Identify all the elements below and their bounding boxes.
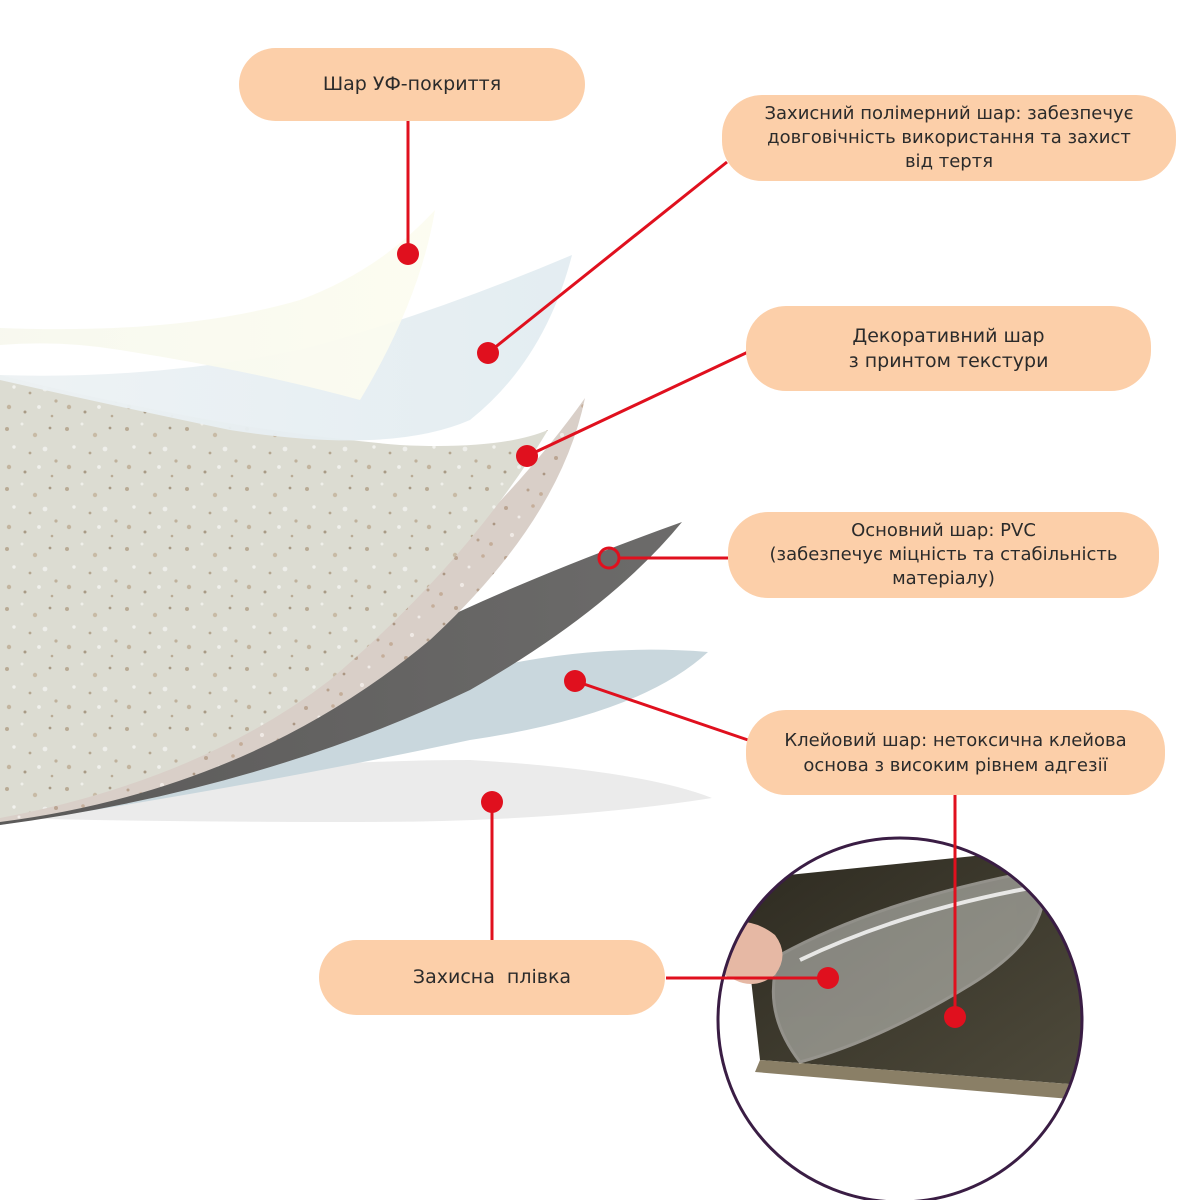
label-decor-line-2: з принтом текстури — [848, 349, 1049, 372]
label-pvc-line-2: (забезпечує міцність та стабільність — [769, 544, 1118, 565]
label-protective-film: Захисна плівка — [319, 940, 665, 1015]
label-polymer-line-2: довговічність використання та захист — [767, 127, 1131, 148]
label-uv-line-1: Шар УФ-покриття — [322, 73, 502, 95]
leader-adhesive — [574, 679, 749, 742]
protective-film-sheet — [0, 760, 712, 822]
label-adhesive-layer: Клейовий шар: нетоксична клейова основа … — [746, 710, 1165, 795]
polymer-sheet — [0, 255, 572, 441]
label-uv-coating: Шар УФ-покриття — [239, 48, 585, 121]
label-adhesive-line-2: основа з високим рівнем адгезії — [803, 754, 1108, 776]
leader-decor — [526, 350, 749, 458]
peeled-film-inset — [716, 836, 1084, 1200]
label-pvc-line-1: Основний шар: PVC — [851, 520, 1036, 541]
label-polymer-layer: Захисний полімерний шар: забезпечує довг… — [722, 95, 1176, 181]
marker-film-inset — [817, 967, 839, 989]
marker-pvc — [597, 546, 621, 570]
uv-coating-sheet — [0, 210, 435, 400]
marker-polymer — [477, 342, 499, 364]
leader-lines — [406, 120, 957, 1017]
marker-uv — [397, 243, 419, 265]
marker-decor — [516, 445, 538, 467]
marker-adhesive-inset — [944, 1006, 966, 1028]
dark-panel — [740, 845, 1082, 1085]
decor-sheet — [0, 375, 548, 818]
label-pvc-line-3: матеріалу) — [892, 568, 995, 589]
leader-polymer — [487, 160, 728, 355]
label-film-line-1: Захисна плівка — [412, 966, 572, 988]
label-polymer-line-1: Захисний полімерний шар: забезпечує — [764, 103, 1134, 124]
label-polymer-line-3: від тертя — [904, 151, 994, 172]
marker-adhesive — [564, 670, 586, 692]
inset-ring — [716, 836, 1084, 1200]
markers — [397, 243, 966, 1028]
label-adhesive-line-1: Клейовий шар: нетоксична клейова — [784, 729, 1127, 751]
film-highlight — [799, 886, 1031, 962]
panel-bottom-edge — [755, 1060, 1082, 1100]
marker-film — [481, 791, 503, 813]
label-decor-layer: Декоративний шар з принтом текстури — [746, 306, 1151, 391]
label-pvc-layer: Основний шар: PVC (забезпечує міцність т… — [728, 512, 1159, 598]
label-decor-line-1: Декоративний шар — [852, 324, 1045, 347]
clear-film — [771, 868, 1046, 1064]
